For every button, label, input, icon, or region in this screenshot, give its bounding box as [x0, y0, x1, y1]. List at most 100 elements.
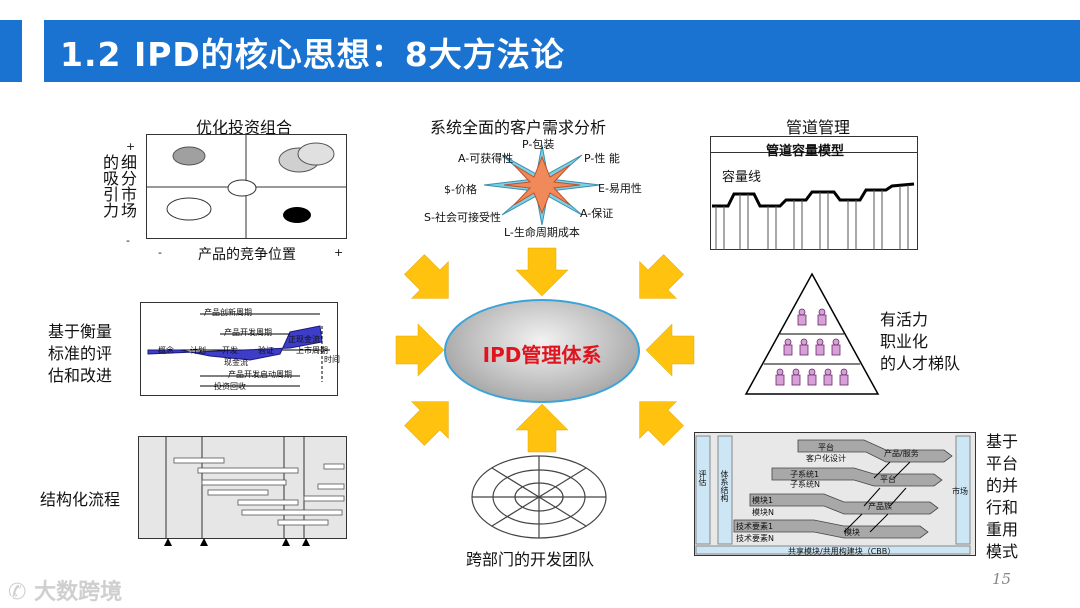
- pipeline-model-title: 管道容量模型: [766, 144, 845, 159]
- portfolio-title: 优化投资组合: [196, 118, 293, 137]
- platform-text-subsystem-n: 子系统N: [790, 480, 820, 489]
- platform-label-line-6: 模式: [986, 542, 1019, 561]
- platform-text-evaluation: 评估: [698, 470, 707, 486]
- platform-structure-column: [717, 435, 733, 545]
- need-packaging: P-包装: [522, 138, 555, 151]
- platform-text-platform-2: 平台: [880, 475, 896, 484]
- career-label-line-3: 的人才梯队: [880, 354, 961, 373]
- talent-pyramid: [744, 272, 880, 395]
- need-life-cycle-cost: L-生命周期成本: [504, 226, 580, 239]
- metric-text-launch-cycle: 上市周期: [296, 346, 328, 355]
- process-milestones: [164, 538, 310, 546]
- bubble-1: [172, 146, 206, 166]
- platform-label-line-5: 重用: [986, 520, 1019, 539]
- career-label-line-2: 职业化: [880, 332, 929, 351]
- metrics-diagram-frame: [140, 302, 338, 396]
- platform-text-tech-element-n: 技术要素N: [736, 534, 774, 543]
- metrics-label-line-2: 标准的评: [48, 344, 113, 363]
- pipeline-bars: [715, 185, 909, 250]
- platform-text-custom-design: 客户化设计: [806, 454, 846, 463]
- platform-text-product-family: 产品族: [868, 502, 892, 511]
- platform-text-platform: 平台: [818, 443, 834, 452]
- cashflow-area: [147, 325, 323, 361]
- arrow-top: [515, 247, 569, 297]
- platform-text-cbb: 共享模块/共用构建块（CBB）: [788, 547, 896, 556]
- platform-cbb-bar: [695, 545, 971, 555]
- need-ease-of-use: E-易用性: [598, 182, 642, 195]
- need-availability: A-可获得性: [458, 152, 514, 165]
- pipeline-title: 管道管理: [786, 118, 851, 137]
- metric-text-innovation-cycle: 产品创新周期: [204, 308, 252, 317]
- platform-text-tech-element-1: 技术要素1: [736, 522, 774, 531]
- needs-star-diagram: [483, 144, 601, 226]
- cross-team-wheel: [471, 455, 607, 539]
- platform-text-module-n: 模块N: [752, 508, 774, 517]
- metric-text-concept: 概念: [158, 346, 174, 355]
- portfolio-matrix: [146, 134, 347, 239]
- career-label-line-1: 有活力: [880, 310, 929, 329]
- customer-needs-title: 系统全面的客户需求分析: [430, 118, 607, 137]
- page-title: 1.2 IPD的核心思想：8大方法论: [60, 35, 565, 74]
- structured-process-chart: [138, 436, 347, 546]
- need-assurance: A-保证: [580, 207, 614, 220]
- platform-eval-column: [695, 435, 711, 545]
- bubble-4: [166, 197, 212, 221]
- arrow-left: [395, 323, 445, 377]
- platform-text-product-service: 产品/服务: [884, 449, 919, 458]
- platform-text-market: 市场: [952, 487, 968, 496]
- platform-text-subsystem-1: 子系统1: [790, 470, 820, 479]
- portfolio-y-plus: +: [126, 140, 136, 153]
- bubble-5: [283, 207, 311, 223]
- platform-label-line-4: 行和: [986, 498, 1019, 517]
- platform-market-column: [955, 435, 971, 545]
- need-social-acceptance: S-社会可接受性: [424, 211, 501, 224]
- bubble-center: [227, 179, 257, 197]
- platform-up-arrows: [843, 461, 911, 533]
- capacity-line-label: 容量线: [722, 170, 762, 185]
- metric-text-plan: 计划: [190, 346, 206, 355]
- page-number: 15: [992, 570, 1012, 588]
- platform-text-architecture: 体系结构: [720, 470, 729, 502]
- metric-text-verify: 验证: [258, 346, 274, 355]
- need-performance: P-性 能: [584, 152, 620, 165]
- metrics-label-line-3: 估和改进: [48, 366, 113, 385]
- title-bar: [44, 20, 1080, 82]
- platform-label-line-3: 的并: [986, 476, 1019, 495]
- platform-label-line-2: 平台: [986, 454, 1019, 473]
- ipd-center-label: IPD管理体系: [482, 343, 602, 367]
- portfolio-x-plus: +: [334, 246, 344, 259]
- metric-text-positive-cashflow: 正现金流: [288, 335, 320, 344]
- platform-label-line-1: 基于: [986, 432, 1019, 451]
- arrow-top-left: [395, 245, 468, 318]
- portfolio-x-label: 产品的竞争位置: [198, 247, 296, 263]
- pipeline-title-rule: [710, 152, 918, 153]
- metrics-label-line-1: 基于衡量: [48, 322, 113, 341]
- metrics-cashflow-chart: [147, 313, 330, 387]
- portfolio-y-minus: -: [126, 234, 130, 247]
- platform-text-module-1: 模块1: [752, 496, 774, 505]
- platform-diagram: [695, 435, 971, 555]
- ipd-center-ellipse: IPD管理体系: [444, 299, 640, 403]
- arrow-bottom-left: [395, 382, 468, 455]
- process-bars: [173, 457, 345, 526]
- watermark-text: 大数跨境: [34, 580, 123, 605]
- metric-text-payback: 投资回收: [214, 382, 246, 391]
- metric-text-time: 时间: [324, 355, 340, 364]
- platform-arrows: [733, 439, 953, 539]
- metric-text-develop: 开发: [222, 346, 238, 355]
- capacity-line: [712, 182, 915, 208]
- pyramid-people: [775, 308, 849, 386]
- arrow-bottom: [515, 403, 569, 453]
- arrow-right: [645, 323, 695, 377]
- pipeline-frame: [710, 136, 918, 250]
- portfolio-y-label: 细分市场的吸引力: [100, 154, 137, 218]
- pipeline-capacity-chart: [712, 182, 915, 250]
- structured-process-label: 结构化流程: [40, 490, 121, 509]
- bubble-3: [297, 142, 335, 166]
- watermark-logo-icon: ✆: [8, 580, 27, 605]
- metric-text-launch-start: 产品开发启动周期: [228, 370, 292, 379]
- arrow-top-right: [620, 245, 693, 318]
- title-accent-block: [0, 20, 22, 82]
- metric-text-cashflow: 现金流: [224, 358, 248, 367]
- star-core: [503, 155, 581, 215]
